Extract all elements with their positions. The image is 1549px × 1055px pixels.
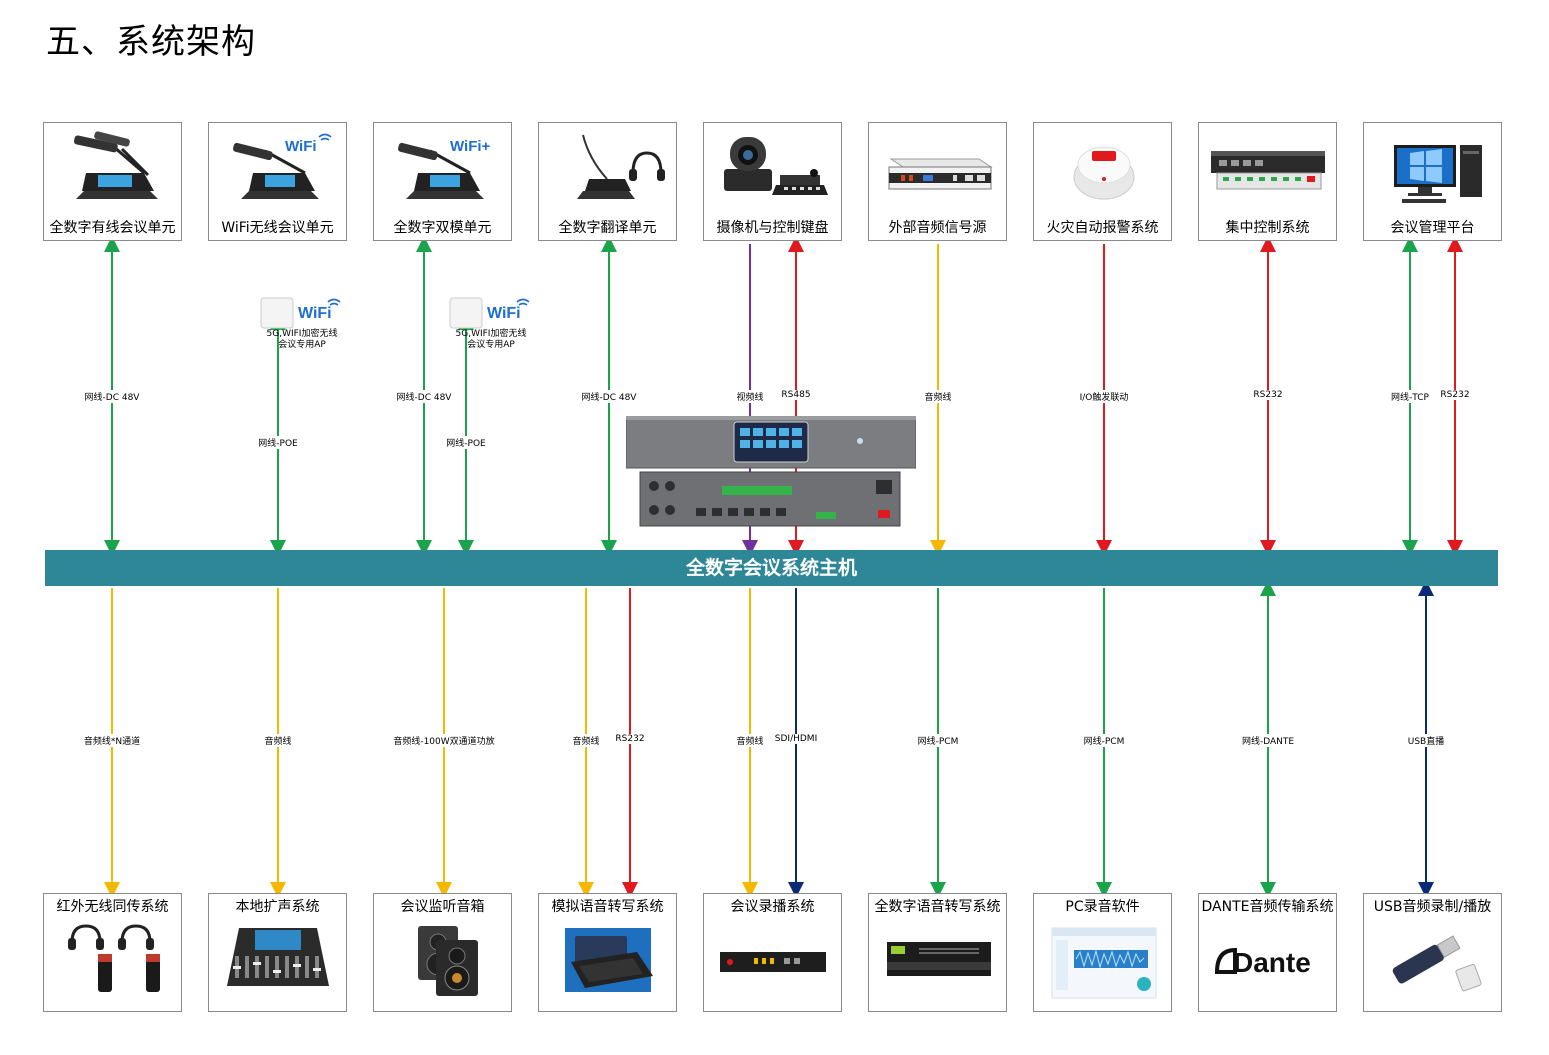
wire-label: I/O触发联动 <box>1078 390 1130 403</box>
audio-source-device-icon <box>888 158 993 190</box>
wire-label: RS232 <box>1252 390 1284 400</box>
bottom-box-usb[interactable]: USB音频录制/播放 <box>1363 893 1502 1012</box>
wire-label: 网线-DC 48V <box>580 390 638 403</box>
top-box-central-control[interactable]: 集中控制系统 <box>1198 122 1337 241</box>
wire-label: SDI/HDMI <box>773 734 819 744</box>
wifi-access-point: WiFi 5G,WIFI加密无线会议专用AP <box>258 296 344 356</box>
mixing-console-icon <box>227 928 329 986</box>
wire-label: 音频线 <box>735 734 765 747</box>
recording-software-icon <box>1051 927 1157 999</box>
bottom-box-local-pa[interactable]: 本地扩声系统 <box>208 893 347 1012</box>
bottom-box-recording[interactable]: 会议录播系统 <box>703 893 842 1012</box>
bottom-box-dante[interactable]: DANTE音频传输系统 Dante <box>1198 893 1337 1012</box>
dante-logo-text: Dante <box>1233 947 1311 978</box>
ap-label: 5G,WIFI加密无线 <box>266 329 338 339</box>
fire-alarm-icon <box>1073 146 1135 200</box>
box-label: 会议管理平台 <box>1390 220 1475 236</box>
top-box-wifi-unit[interactable]: WiFi WiFi无线会议单元 <box>208 122 347 241</box>
wire-label: 网线-POE <box>445 436 487 449</box>
pc-workstation-icon <box>1394 145 1482 203</box>
wifi-badge: WiFi <box>487 305 521 322</box>
wifi-badge: WiFi <box>285 138 317 155</box>
wire-label: 网线-PCM <box>916 734 960 747</box>
box-label: 全数字语音转写系统 <box>874 899 1001 915</box>
bottom-box-pc-recording[interactable]: PC录音软件 <box>1033 893 1172 1012</box>
dual-mode-unit-icon: WiFi+ <box>398 138 491 199</box>
gooseneck-mic-dual-icon <box>73 131 158 199</box>
wire-label: 音频线-100W双通道功放 <box>392 734 496 747</box>
box-label: 红外无线同传系统 <box>56 899 169 915</box>
top-box-management[interactable]: 会议管理平台 <box>1363 122 1502 241</box>
top-box-wired-unit[interactable]: 全数字有线会议单元 <box>43 122 182 241</box>
wire-label: RS485 <box>780 390 812 400</box>
box-label: USB音频录制/播放 <box>1373 899 1492 915</box>
bottom-box-digital-transcription[interactable]: 全数字语音转写系统 <box>868 893 1007 1012</box>
wifi-conference-unit-icon: WiFi <box>233 133 332 199</box>
wifi-access-point: WiFi 5G,WIFI加密无线会议专用AP <box>447 296 533 356</box>
wire-label: 网线-TCP <box>1390 390 1430 403</box>
recorder-device-icon <box>720 952 826 972</box>
box-label: WiFi无线会议单元 <box>221 220 334 236</box>
box-label: 火灾自动报警系统 <box>1046 220 1159 236</box>
central-control-icon <box>1211 151 1325 190</box>
box-label: 会议录播系统 <box>730 899 815 915</box>
ap-label: 会议专用AP <box>467 340 515 350</box>
box-label: 模拟语音转写系统 <box>551 899 664 915</box>
ir-headphones-icon <box>68 924 160 992</box>
interpreter-unit-icon <box>577 134 665 199</box>
dante-logo-icon: Dante <box>1214 947 1311 978</box>
bottom-box-analog-transcription[interactable]: 模拟语音转写系统 <box>538 893 677 1012</box>
wifi-ap-icon: WiFi <box>449 297 530 329</box>
wire-label: USB直播 <box>1406 734 1446 747</box>
host-device-icon <box>626 416 916 527</box>
wire-label: 网线-POE <box>257 436 299 449</box>
wire-label: 音频线 <box>263 734 293 747</box>
box-label: 全数字翻译单元 <box>558 220 657 236</box>
box-label: 摄像机与控制键盘 <box>716 220 829 236</box>
box-label: DANTE音频传输系统 <box>1201 899 1334 915</box>
box-label: 本地扩声系统 <box>235 899 320 915</box>
monitor-speakers-icon <box>418 926 478 996</box>
top-box-dual-mode-unit[interactable]: WiFi+ 全数字双模单元 <box>373 122 512 241</box>
box-label: PC录音软件 <box>1065 899 1140 915</box>
top-box-interpreter-unit[interactable]: 全数字翻译单元 <box>538 122 677 241</box>
wire-label: 视频线 <box>735 390 765 403</box>
wifi-ap-icon: WiFi <box>260 297 341 329</box>
ptz-camera-keyboard-icon <box>724 137 828 195</box>
wire-label: RS232 <box>614 734 646 744</box>
box-label: 会议监听音箱 <box>400 899 485 915</box>
wire-label: 网线-DANTE <box>1240 734 1296 747</box>
wire-label: 音频线 <box>923 390 953 403</box>
ap-label: 5G,WIFI加密无线 <box>455 329 527 339</box>
wire-label: 网线-DC 48V <box>83 390 141 403</box>
bottom-box-monitor-speakers[interactable]: 会议监听音箱 <box>373 893 512 1012</box>
bottom-box-ir-interpretation[interactable]: 红外无线同传系统 <box>43 893 182 1012</box>
laptop-icon <box>565 928 653 992</box>
wire-label: 音频线 <box>571 734 601 747</box>
box-label: 集中控制系统 <box>1225 220 1310 236</box>
wire-label: 音频线*N通道 <box>82 734 142 747</box>
top-box-camera[interactable]: 摄像机与控制键盘 <box>703 122 842 241</box>
rack-server-icon <box>887 942 991 976</box>
wire-label: 网线-DC 48V <box>395 390 453 403</box>
top-box-fire-alarm[interactable]: 火灾自动报警系统 <box>1033 122 1172 241</box>
box-label: 全数字有线会议单元 <box>49 220 176 236</box>
wifi-plus-badge: WiFi+ <box>450 138 491 155</box>
box-label: 外部音频信号源 <box>888 220 987 236</box>
page-title: 五、系统架构 <box>46 22 256 62</box>
usb-drive-icon <box>1392 935 1482 992</box>
wire-label: 网线-PCM <box>1082 734 1126 747</box>
host-bus: 全数字会议系统主机 <box>45 550 1498 586</box>
box-label: 全数字双模单元 <box>393 220 492 236</box>
wifi-badge: WiFi <box>298 305 332 322</box>
ap-label: 会议专用AP <box>278 340 326 350</box>
wire-label: RS232 <box>1439 390 1471 400</box>
top-box-audio-source[interactable]: 外部音频信号源 <box>868 122 1007 241</box>
